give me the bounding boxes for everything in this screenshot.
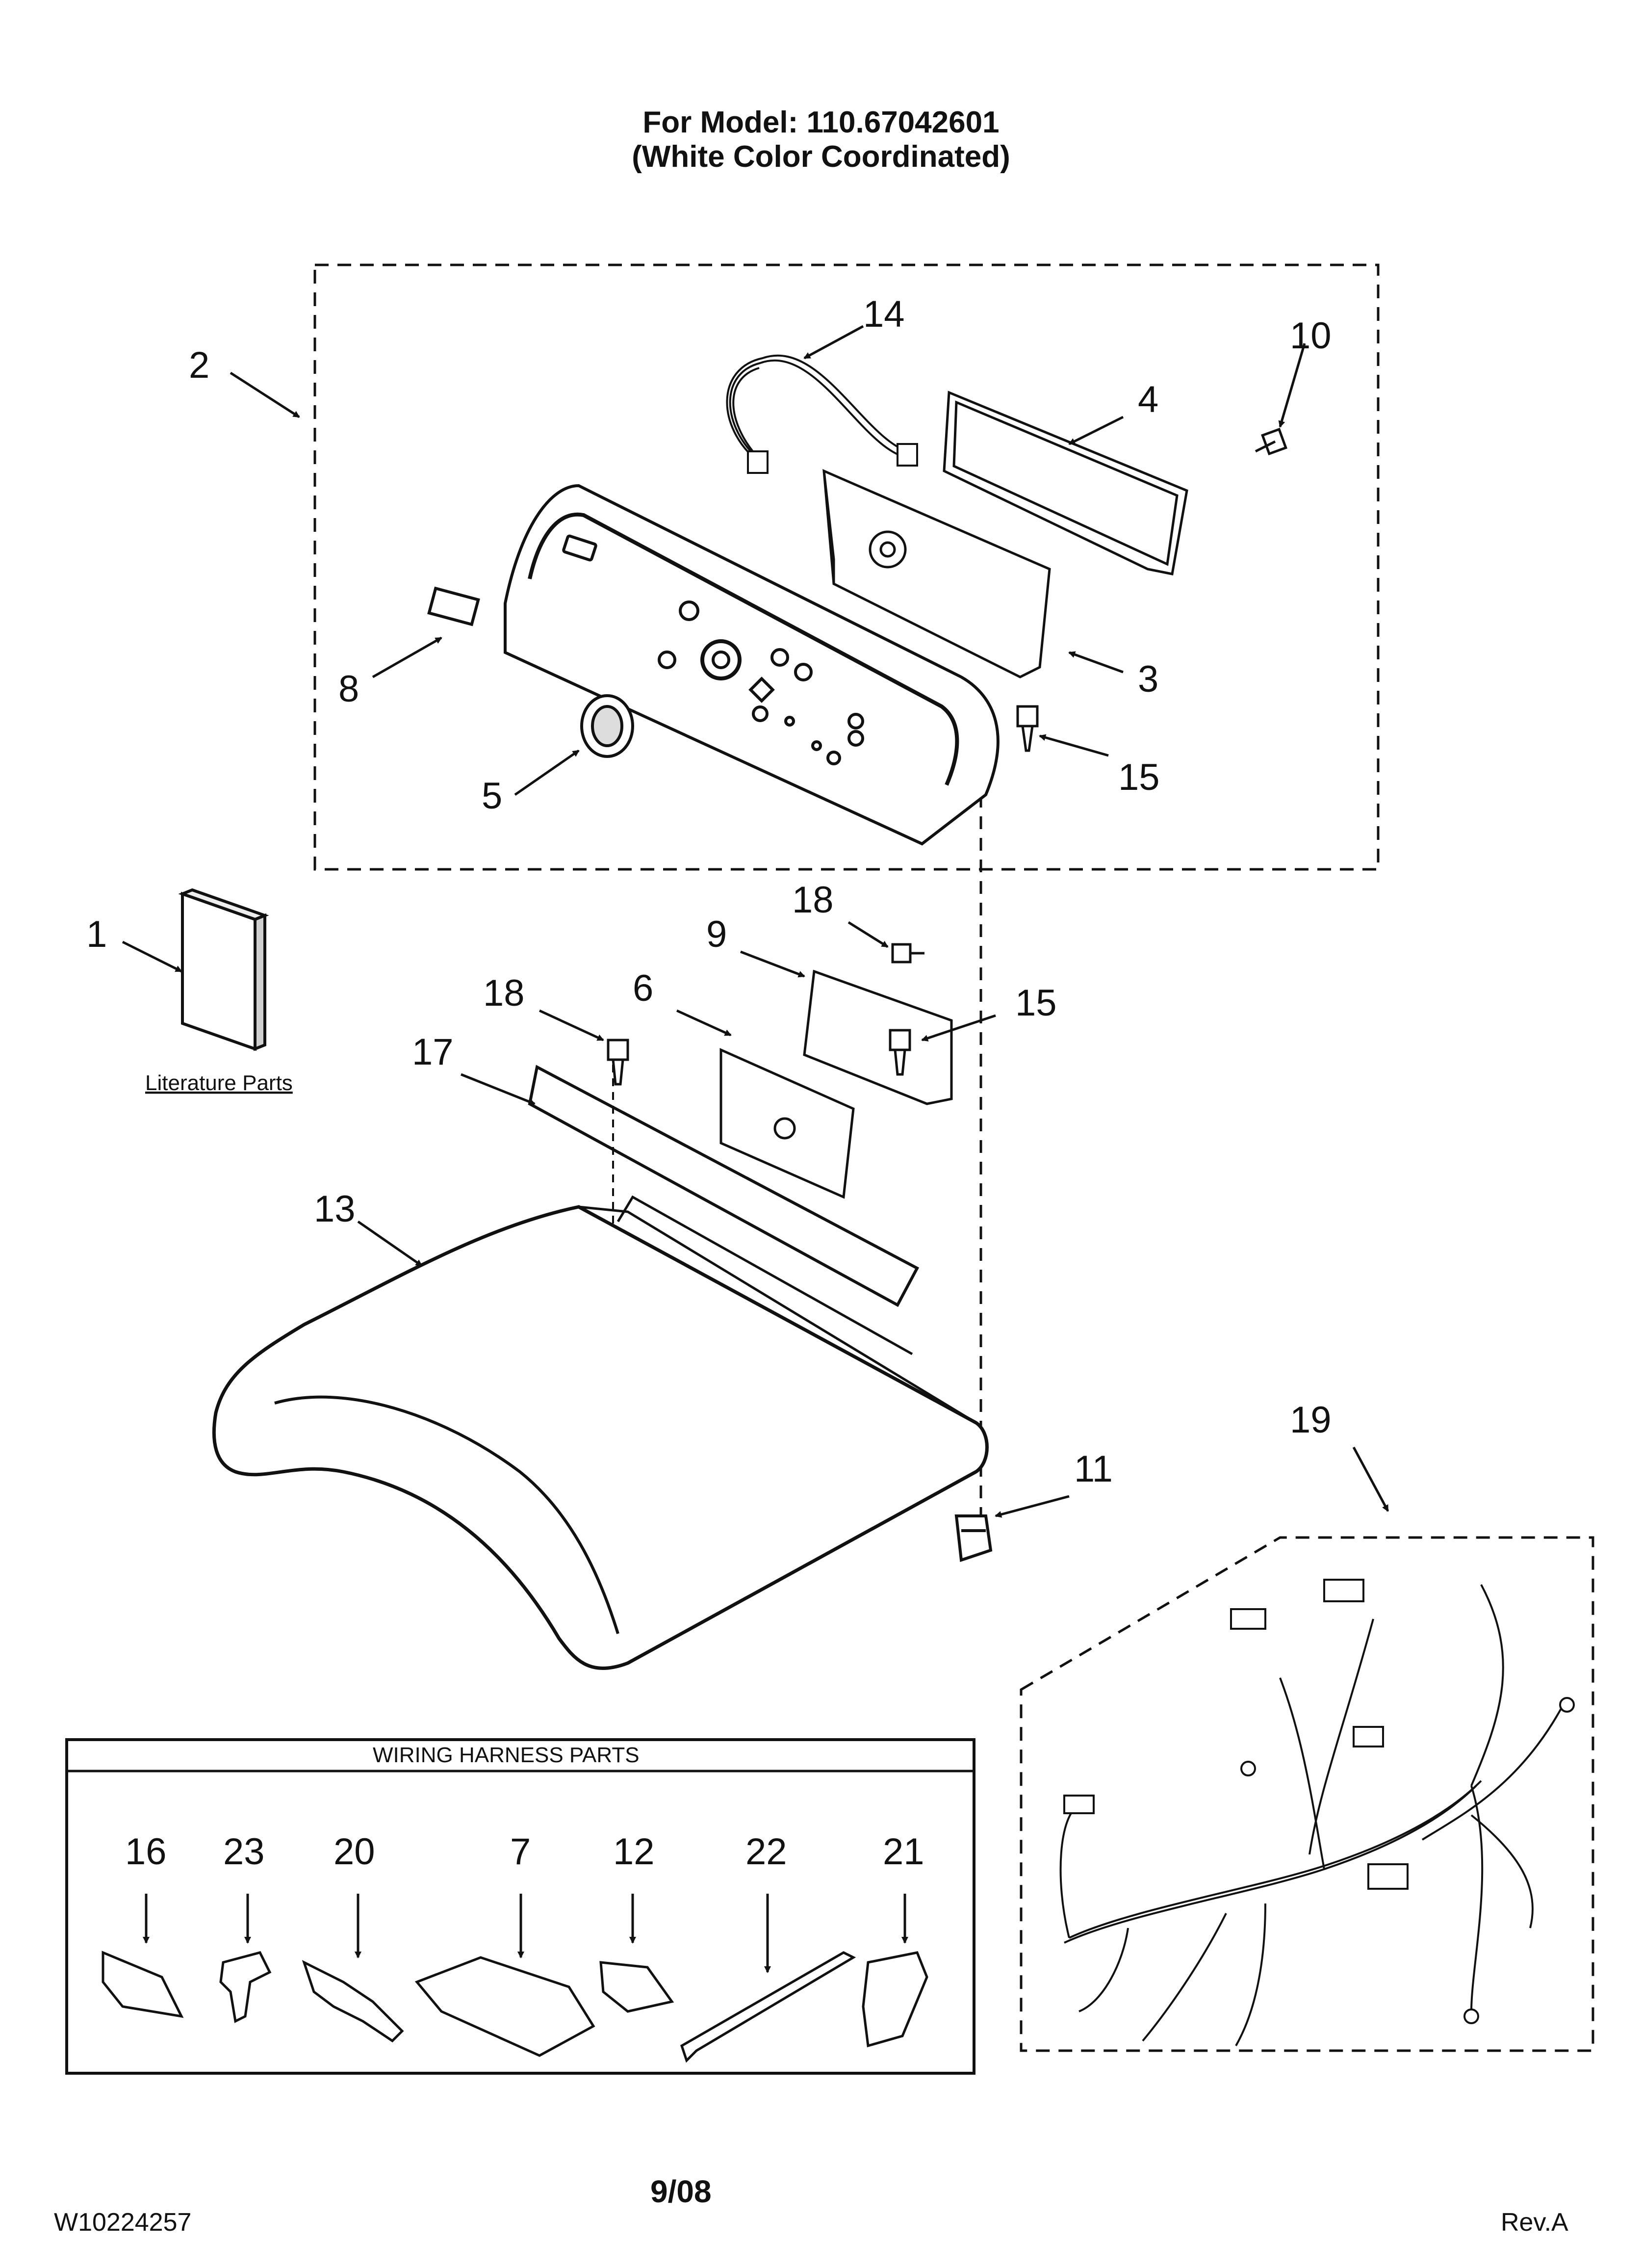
terminal-part-20 (302, 1960, 404, 2043)
console-panel (504, 484, 1000, 846)
literature-parts-label: Literature Parts (145, 1071, 293, 1095)
rail-part-17 (528, 1065, 920, 1307)
callout-3: 3 (1138, 658, 1158, 700)
callout-9: 9 (706, 913, 727, 955)
callout-11: 11 (1074, 1448, 1113, 1490)
callout-12: 12 (613, 1831, 655, 1873)
callout-5: 5 (482, 775, 502, 817)
top-panel-part-13 (212, 1195, 989, 1670)
clip-part-11 (954, 1514, 993, 1563)
callout-10: 10 (1290, 315, 1332, 357)
model-variant: (White Color Coordinated) (632, 140, 1010, 174)
callout-6: 6 (633, 967, 653, 1009)
wiring-harness-part-19 (1059, 1579, 1575, 2046)
callout-1: 1 (86, 913, 107, 955)
callout-7: 7 (510, 1831, 531, 1873)
callout-23: 23 (223, 1831, 265, 1873)
revision-label: Rev.A (1501, 2208, 1568, 2237)
screw-part-15-upper (1016, 705, 1039, 752)
screw-part-10 (1255, 427, 1287, 456)
callout-4: 4 (1138, 379, 1158, 420)
callout-20: 20 (334, 1831, 375, 1873)
model-title: For Model: 110.67042601 (642, 105, 1000, 139)
badge-part-8 (427, 586, 480, 626)
screw-part-18-upper (891, 943, 924, 964)
connector-part-12 (599, 1961, 674, 2013)
wiring-box-title: WIRING HARNESS PARTS (373, 1743, 640, 1767)
housing-part-7 (414, 1956, 595, 2057)
screw-part-15-lower (889, 1029, 911, 1076)
wiring-harness-parts-box (65, 1738, 975, 2075)
callout-14: 14 (863, 293, 905, 335)
callout-15-lower: 15 (1015, 982, 1057, 1024)
callout-22: 22 (745, 1831, 787, 1873)
revision-date: 9/08 (650, 2174, 712, 2209)
console-assembly-box (313, 263, 1380, 871)
callout-8: 8 (338, 668, 359, 710)
bracket-part-9 (803, 969, 953, 1105)
literature-part-1 (178, 888, 269, 1051)
screw-part-18-lower (607, 1039, 629, 1086)
callout-19: 19 (1290, 1399, 1332, 1441)
callout-21: 21 (883, 1831, 924, 1873)
callout-18-upper: 18 (792, 879, 834, 921)
cable-tie-part-22 (680, 1951, 856, 2063)
harness-part-14 (726, 354, 918, 474)
doc-number: W10224257 (54, 2208, 192, 2237)
housing-part-4 (943, 391, 1188, 575)
callout-16: 16 (125, 1831, 167, 1873)
callout-18-lower: 18 (483, 972, 525, 1014)
control-board-part-3 (822, 469, 1051, 678)
connector-part-16 (102, 1951, 184, 2018)
clip-part-23 (219, 1951, 272, 2023)
connector-part-21 (862, 1951, 928, 2048)
main-board-part-6 (719, 1048, 855, 1199)
callout-13: 13 (314, 1188, 356, 1230)
knob-part-5 (580, 694, 634, 758)
callout-15-upper: 15 (1118, 756, 1160, 798)
callout-2: 2 (189, 344, 209, 386)
leader-lines (122, 325, 1389, 1973)
callout-17: 17 (412, 1031, 454, 1073)
harness-assembly-box (1020, 1536, 1594, 2052)
